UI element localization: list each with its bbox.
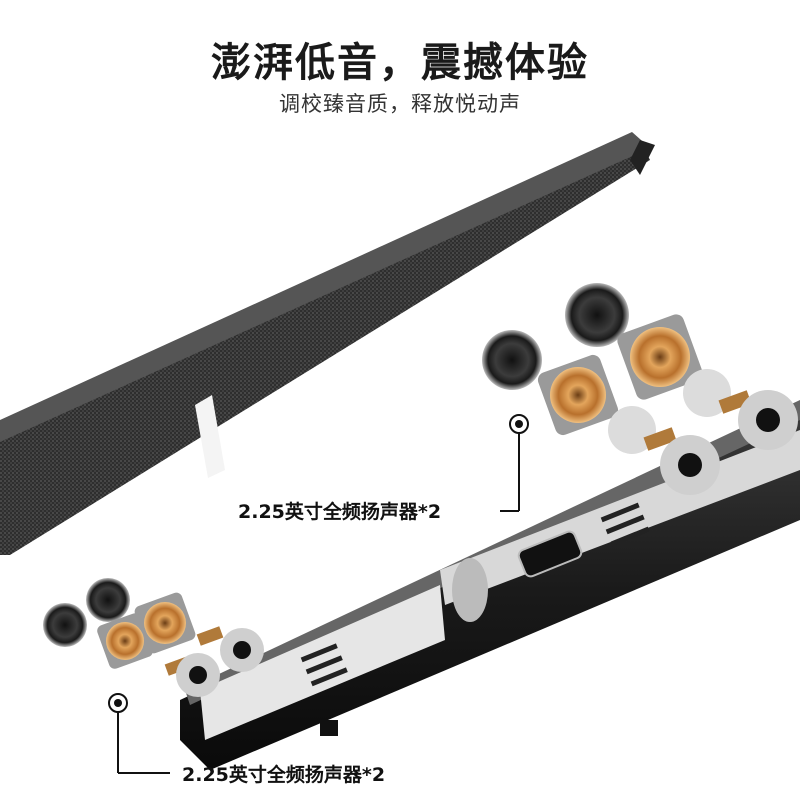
- callout-label-right-drivers: 2.25英寸全频扬声器*2: [238, 501, 442, 523]
- callout-leader-2: [108, 693, 170, 774]
- headline: 澎湃低音，震撼体验: [211, 40, 589, 86]
- subheadline: 调校臻音质，释放悦动声: [279, 92, 521, 116]
- callout-leader-1: [500, 414, 529, 512]
- speaker-grille: [0, 132, 655, 555]
- driver-cluster-right: [482, 283, 798, 495]
- callout-label-left-drivers: 2.25英寸全频扬声器*2: [182, 764, 386, 786]
- soundbar-body: [180, 400, 800, 770]
- driver-cluster-left: [43, 578, 264, 697]
